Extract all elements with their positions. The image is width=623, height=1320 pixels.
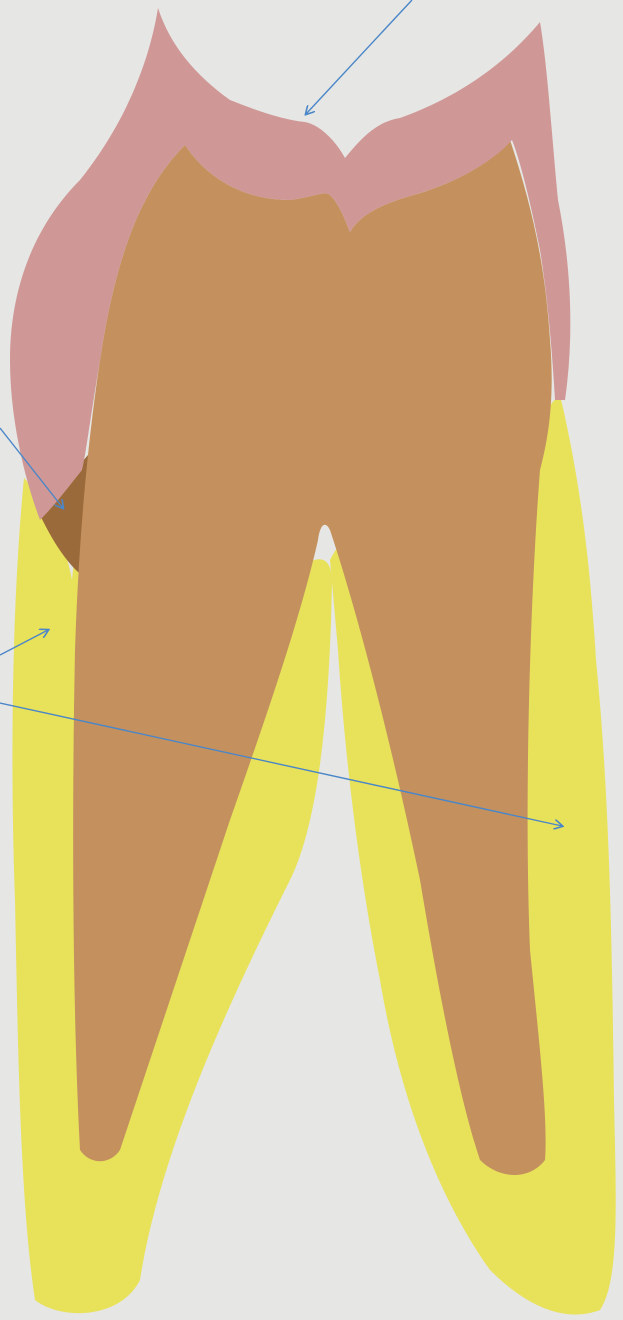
arrow-enamel-fissure [306,0,412,114]
